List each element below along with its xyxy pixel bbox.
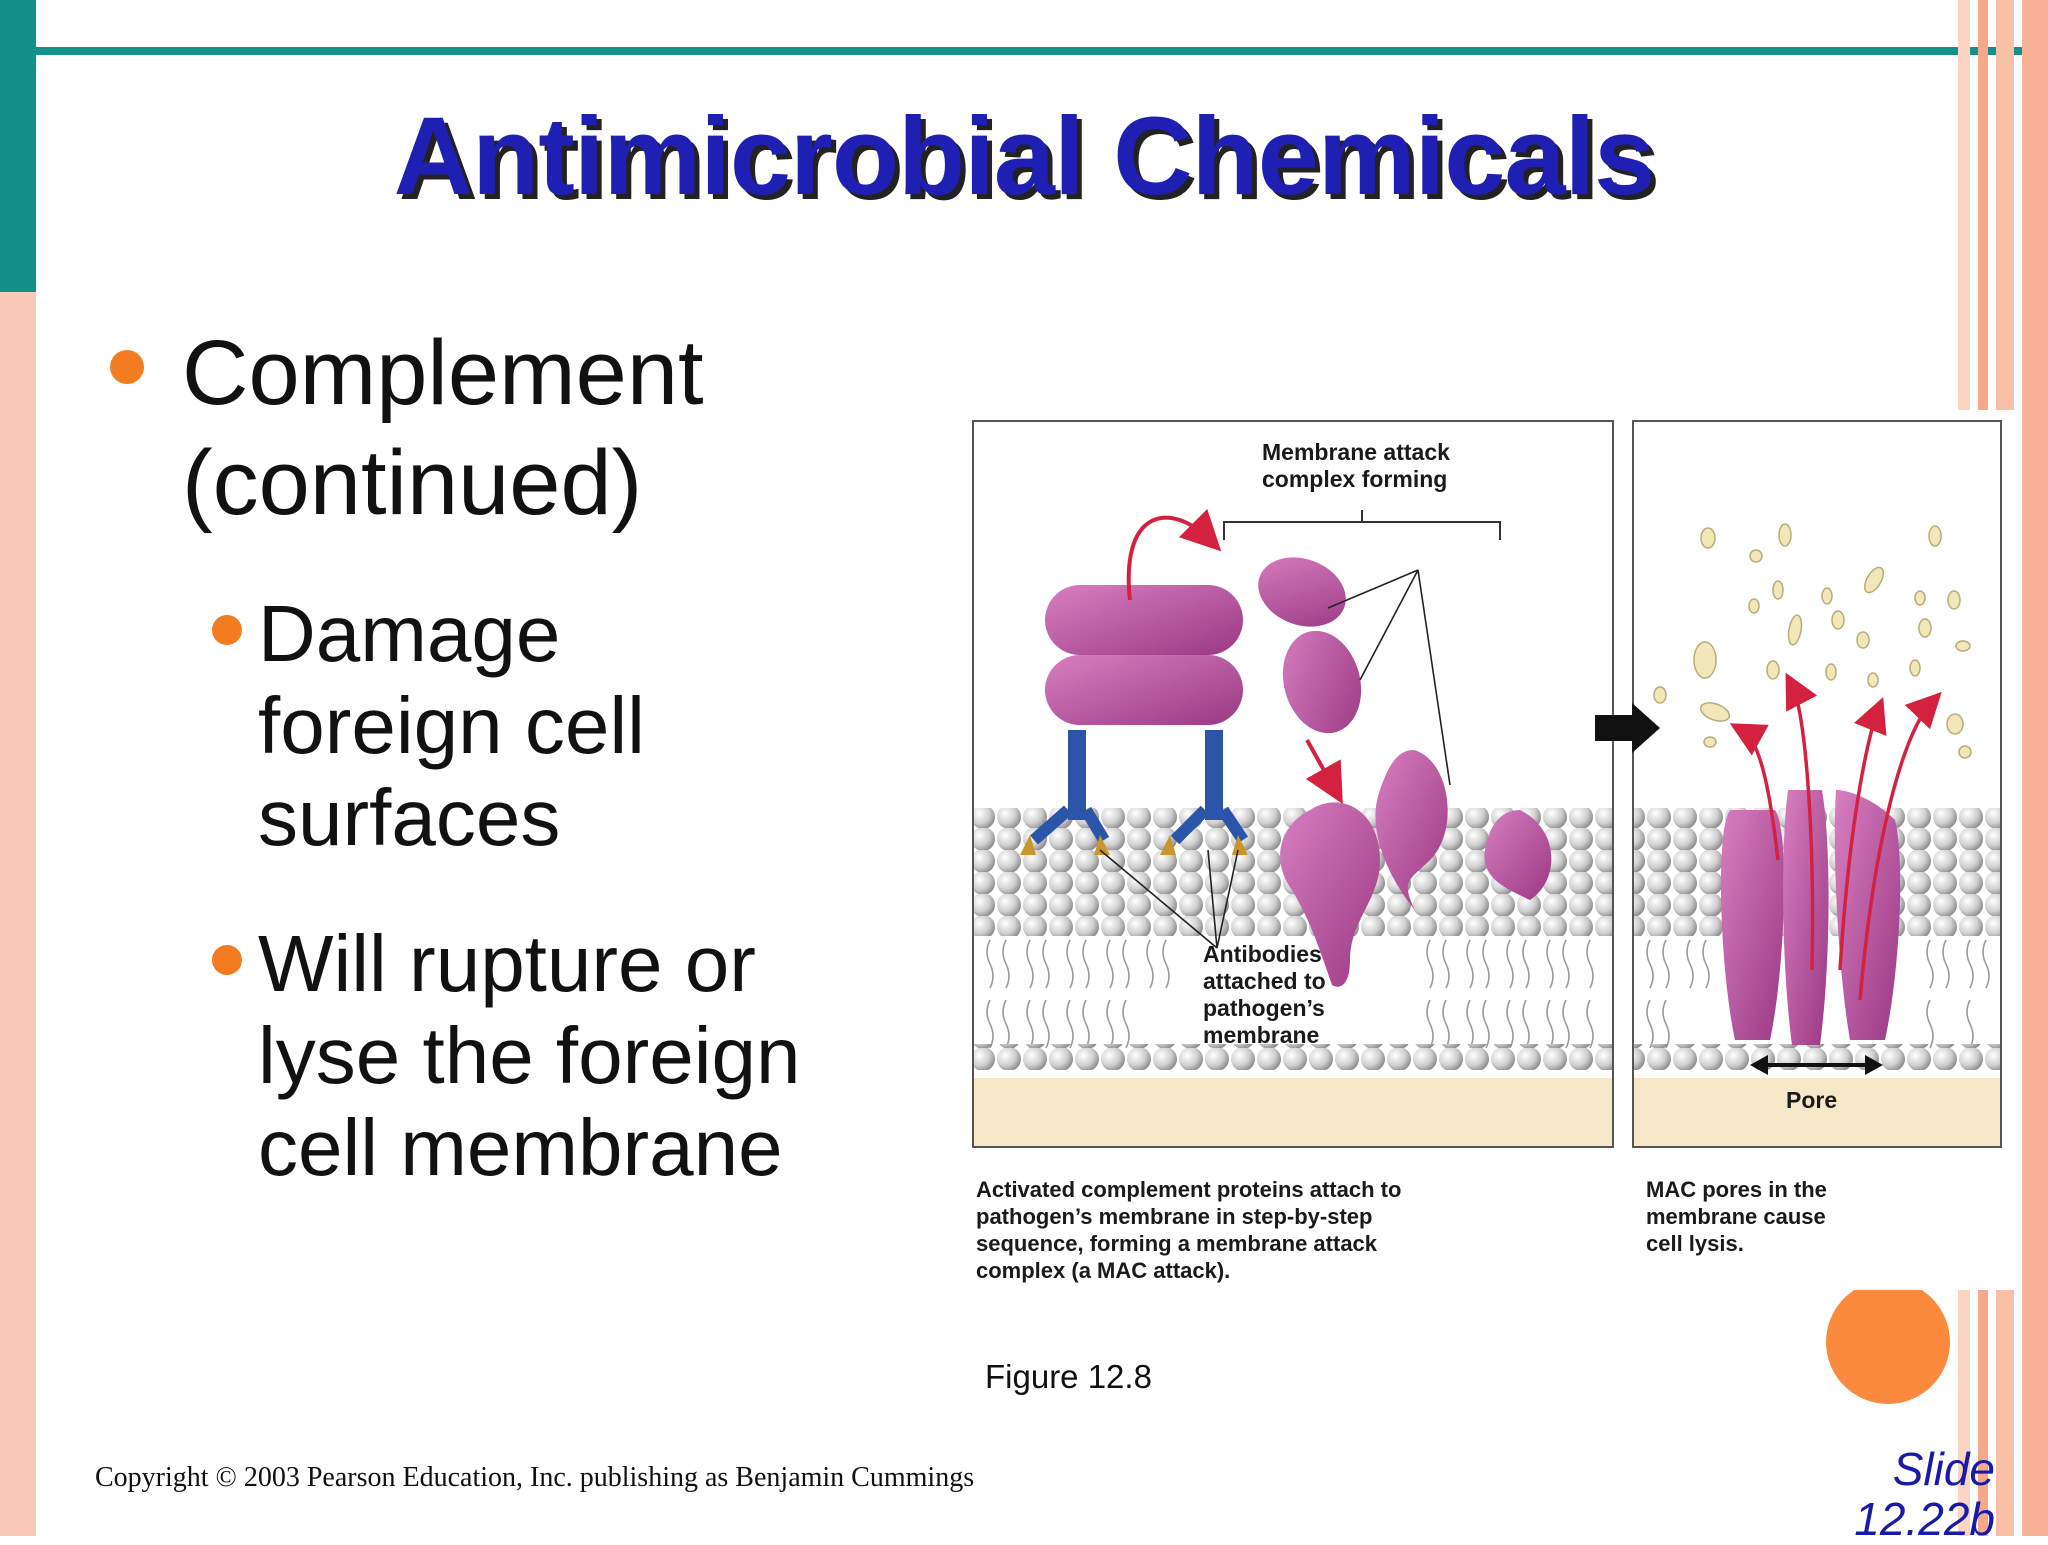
complement-protein-icon [1045, 585, 1243, 725]
bullet-sub-2: Will rupture or lyse the foreign cell me… [258, 918, 898, 1194]
bullet-sub-line: Will rupture or [258, 919, 756, 1008]
left-panel: Membrane attack complex forming Antibodi… [972, 420, 1614, 1148]
bullet-sub-line: surfaces [258, 773, 561, 862]
figure-number: Figure 12.8 [985, 1358, 1152, 1395]
right-panel: Pore [1595, 420, 2002, 1148]
mac-diagram: Membrane attack complex forming Antibodi… [972, 420, 2002, 1283]
right-arrow-icon [1595, 703, 1660, 753]
bullet-sub-line: foreign cell [258, 681, 645, 770]
slide-label: Slide [1892, 1443, 1995, 1495]
bullet-main-line: Complement [182, 322, 704, 424]
bullet-main-line: (continued) [182, 432, 643, 534]
label-mac-forming: Membrane attack complex forming [1262, 439, 1456, 492]
bullet-sub-line: lyse the foreign [258, 1011, 801, 1100]
bullet-dot [212, 615, 242, 645]
bullet-sub-line: cell membrane [258, 1103, 783, 1192]
pore-width-arrow-icon [1750, 1055, 1883, 1075]
copyright-text: Copyright © 2003 Pearson Education, Inc.… [95, 1462, 975, 1493]
top-rule [36, 47, 2029, 55]
caption-right: MAC pores in the membrane cause cell lys… [1646, 1177, 1833, 1256]
caption-left: Activated complement proteins attach to … [976, 1177, 1408, 1283]
bullet-dot [110, 350, 144, 384]
slide-number: Slide 12.22b [1820, 1444, 1995, 1544]
left-teal-block [0, 0, 36, 292]
antibody-icon [1020, 730, 1248, 855]
bracket [1223, 510, 1501, 540]
decorative-circle [1826, 1280, 1950, 1404]
label-pore: Pore [1786, 1087, 1837, 1113]
bullet-main: Complement (continued) [182, 318, 882, 538]
label-antibodies: Antibodies attached to pathogen’s membra… [1203, 941, 1332, 1048]
curved-arrow-icon [1126, 508, 1222, 601]
complement-figure: Membrane attack complex forming Antibodi… [970, 410, 2015, 1290]
bullet-dot [212, 945, 242, 975]
bullet-sub-line: Damage [258, 589, 561, 678]
right-stripe [2022, 0, 2048, 1536]
slide-id: 12.22b [1854, 1493, 1995, 1545]
mac-protein-icon [1258, 557, 1552, 987]
slide-title: Antimicrobial Chemicals [393, 95, 1656, 218]
arrow-icon [1305, 739, 1343, 804]
bullet-sub-1: Damage foreign cell surfaces [258, 588, 898, 864]
